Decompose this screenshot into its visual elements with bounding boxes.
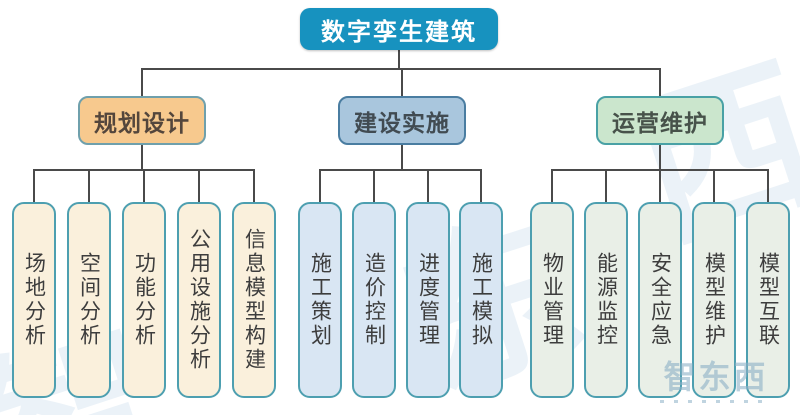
leaf-label: 物业管理 (540, 252, 564, 348)
leaf-label: 功能分析 (132, 252, 156, 348)
connector-line (551, 169, 553, 202)
connector-line (143, 169, 145, 202)
connector-line (198, 169, 200, 202)
leaf-label: 能源监控 (594, 252, 618, 348)
connector-line (659, 144, 661, 170)
watermark-dots (660, 400, 772, 403)
connector-line (401, 68, 403, 96)
leaf-label: 安全应急 (648, 252, 672, 348)
leaf-space-analysis: 空间分析 (67, 202, 111, 398)
leaf-construction-planning: 施工策划 (298, 202, 342, 398)
branch-planning-design: 规划设计 (78, 96, 206, 145)
leaf-function-analysis: 功能分析 (122, 202, 166, 398)
leaf-energy-monitoring: 能源监控 (584, 202, 628, 398)
leaf-utility-facility-analysis: 公用设施分析 (177, 202, 221, 398)
leaf-safety-emergency: 安全应急 (638, 202, 682, 398)
connector-line (319, 169, 482, 171)
leaf-label: 空间分析 (77, 252, 101, 348)
leaf-label: 施工模拟 (469, 252, 493, 348)
branch-operation-maintenance: 运营维护 (596, 96, 724, 145)
connector-line (480, 169, 482, 202)
leaf-label: 进度管理 (416, 252, 440, 348)
root-node-digital-twin-building: 数字孪生建筑 (300, 8, 498, 50)
leaf-label: 公用设施分析 (187, 228, 211, 372)
leaf-construction-simulation: 施工模拟 (459, 202, 503, 398)
branch-label: 规划设计 (94, 109, 190, 136)
root-label: 数字孪生建筑 (321, 18, 477, 46)
branch-label: 运营维护 (612, 109, 708, 136)
leaf-cost-control: 造价控制 (352, 202, 396, 398)
leaf-label: 施工策划 (308, 252, 332, 348)
leaf-label: 场地分析 (22, 252, 46, 348)
leaf-model-maintenance: 模型维护 (692, 202, 736, 398)
branch-label: 建设实施 (354, 109, 450, 136)
leaf-model-interconnection: 模型互联 (746, 202, 790, 398)
connector-line (141, 144, 143, 170)
leaf-information-model-construction: 信息模型构建 (232, 202, 276, 398)
connector-line (33, 169, 35, 202)
leaf-label: 信息模型构建 (242, 228, 266, 372)
connector-line (401, 144, 403, 170)
connector-line (767, 169, 769, 202)
connector-line (427, 169, 429, 202)
leaf-label: 模型维护 (702, 252, 726, 348)
connector-line (605, 169, 607, 202)
leaf-label: 模型互联 (756, 252, 780, 348)
leaf-schedule-management: 进度管理 (406, 202, 450, 398)
connector-line (319, 169, 321, 202)
connector-line (373, 169, 375, 202)
leaf-property-management: 物业管理 (530, 202, 574, 398)
connector-line (88, 169, 90, 202)
branch-construction-implementation: 建设实施 (338, 96, 466, 145)
connector-line (659, 169, 661, 202)
connector-line (713, 169, 715, 202)
leaf-site-analysis: 场地分析 (12, 202, 56, 398)
connector-line (398, 50, 400, 69)
connector-line (141, 68, 143, 96)
connector-line (659, 68, 661, 96)
leaf-label: 造价控制 (362, 252, 386, 348)
connector-line (253, 169, 255, 202)
